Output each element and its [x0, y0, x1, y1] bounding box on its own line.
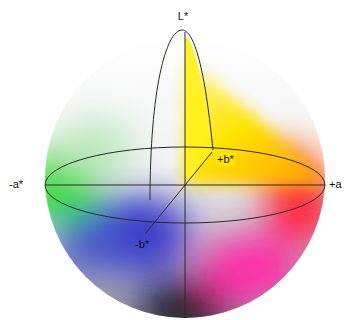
axis-lines [45, 30, 325, 318]
axis-label: -b* [134, 238, 150, 251]
axis-label: +a [328, 178, 343, 191]
axis-label: -a* [8, 178, 24, 191]
axis-label: L* [177, 10, 189, 23]
axis-label: +b* [216, 153, 235, 166]
sphere-colors [22, 30, 340, 320]
